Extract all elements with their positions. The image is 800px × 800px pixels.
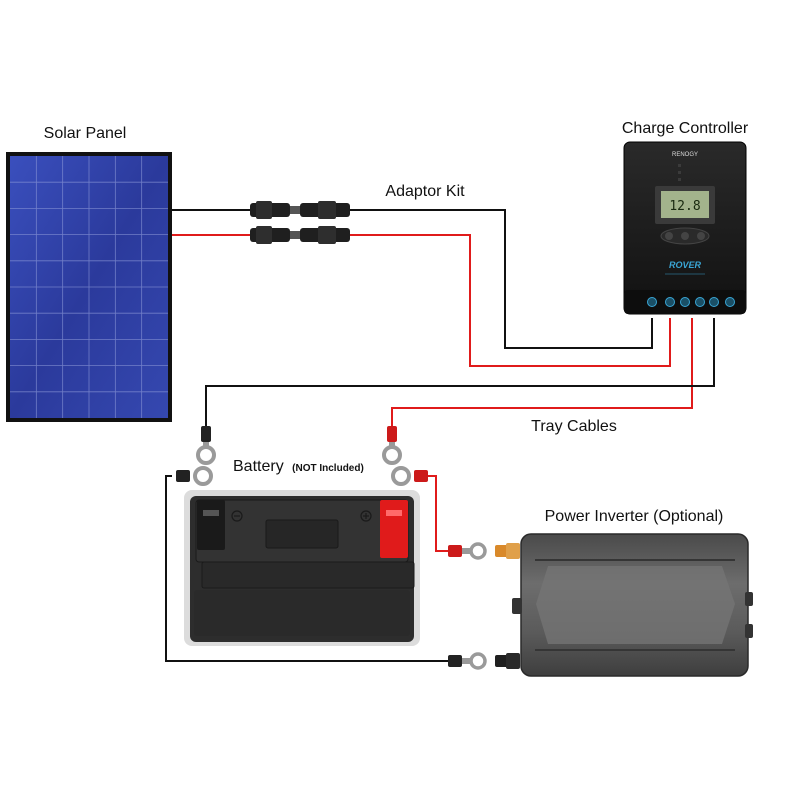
solar-panel-cell-grid	[10, 156, 168, 418]
controller-model-text: ROVER	[669, 260, 702, 270]
battery-label: Battery	[233, 458, 284, 475]
inverter-negative-terminal	[448, 652, 520, 670]
solar-panel	[6, 152, 172, 422]
controller-terminal-6	[725, 297, 735, 307]
battery-negative-ring-terminal	[176, 466, 213, 486]
battery-negative-post	[197, 500, 225, 550]
controller-terminal-1	[647, 297, 657, 307]
adaptor-negative-wire	[350, 209, 653, 349]
tray-cables-label: Tray Cables	[531, 418, 617, 435]
inverter-positive-terminal	[448, 542, 520, 560]
controller-center-button[interactable]	[681, 232, 689, 240]
controller-buttons	[660, 227, 710, 245]
adaptor-positive-wire	[350, 234, 671, 367]
battery-label-panel	[265, 519, 339, 549]
lcd-screen	[661, 191, 709, 218]
battery-negative-symbol	[231, 510, 243, 522]
lcd-readout: 12.8	[669, 199, 700, 214]
tray-cable-negative-terminal	[196, 426, 216, 465]
controller-left-button[interactable]	[665, 232, 673, 240]
inverter-positive-wire	[428, 475, 448, 552]
battery-positive-ring-terminal	[391, 466, 428, 486]
battery-positive-post	[380, 500, 408, 558]
mc4-connector-positive	[250, 226, 350, 244]
power-inverter-label: Power Inverter (Optional)	[545, 508, 724, 525]
mc4-connector-negative	[250, 201, 350, 219]
battery-title: Battery (NOT Included)	[233, 458, 364, 475]
tray-negative-wire	[205, 318, 715, 428]
controller-terminal-5	[709, 297, 719, 307]
status-led-icons	[678, 164, 681, 181]
charge-controller: RENOGY 12.8 ROVER	[623, 141, 747, 315]
tray-cable-positive-terminal	[382, 426, 402, 465]
controller-brand-text: RENOGY	[672, 152, 698, 158]
power-inverter	[512, 533, 753, 677]
controller-right-button[interactable]	[697, 232, 705, 240]
charge-controller-label: Charge Controller	[622, 120, 749, 137]
adaptor-kit-label: Adaptor Kit	[385, 183, 465, 200]
wires	[165, 209, 715, 662]
controller-terminals	[647, 297, 735, 307]
controller-terminal-2	[665, 297, 675, 307]
tray-positive-wire	[391, 318, 693, 428]
battery	[184, 490, 420, 646]
controller-terminal-4	[695, 297, 705, 307]
inverter-negative-wire	[165, 475, 448, 662]
adaptor-kit	[250, 201, 350, 244]
controller-terminal-3	[680, 297, 690, 307]
solar-panel-label: Solar Panel	[44, 125, 127, 142]
battery-note: (NOT Included)	[292, 463, 364, 474]
battery-positive-symbol	[360, 510, 372, 522]
